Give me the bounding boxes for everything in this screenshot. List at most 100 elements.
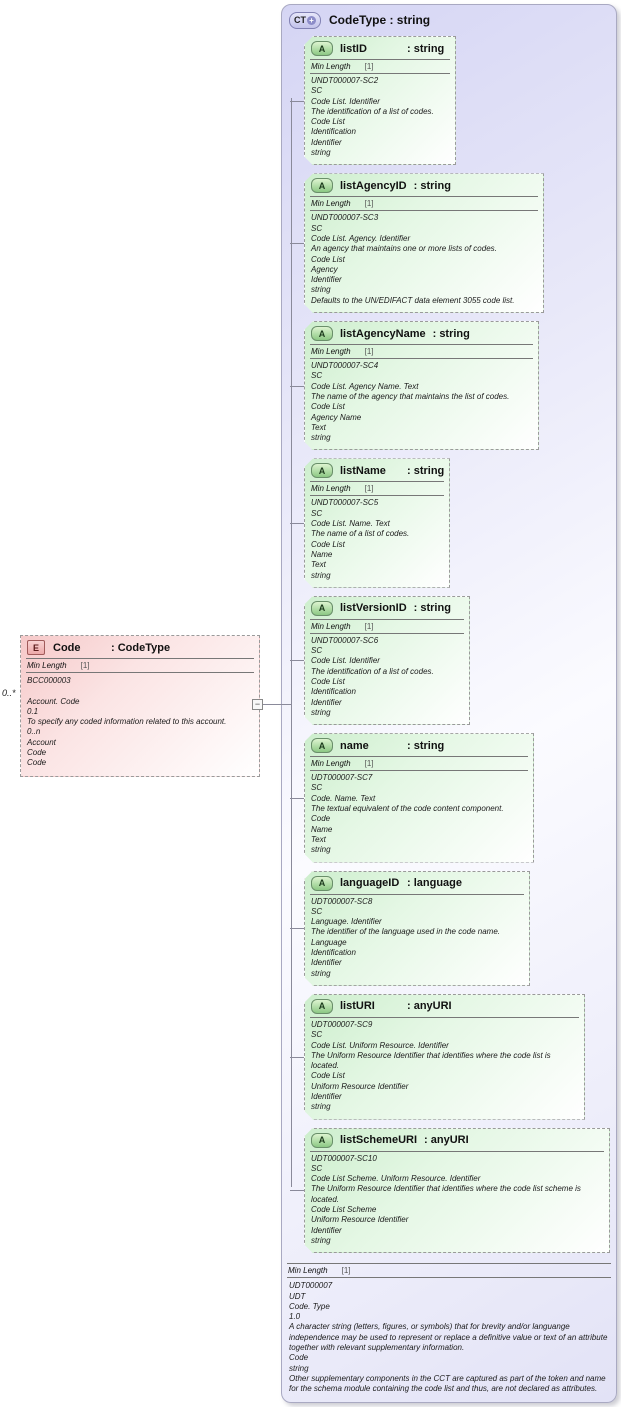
attribute-header: A name : string [310, 734, 528, 757]
annotation-line: UDT000007-SC9 [311, 1019, 373, 1029]
collapse-toggle-icon[interactable]: − [252, 699, 263, 710]
attribute-icon: A [311, 876, 333, 891]
annotation-line: Identifier [311, 697, 342, 707]
attribute-name: listAgencyID [340, 179, 407, 192]
attribute-box[interactable]: A listName : string Min Length[1] UNDT00… [304, 458, 450, 587]
attribute-name: listSchemeURI [340, 1134, 418, 1147]
annotation-line: The Uniform Resource Identifier that ide… [311, 1050, 551, 1071]
annotation-line: Identification [311, 948, 356, 958]
attribute-icon: A [311, 738, 333, 753]
annotation-line: SC [311, 906, 323, 916]
annotation-line: Language. Identifier [311, 917, 382, 927]
attribute-name: listAgencyName [340, 327, 426, 340]
annotation-line: Code List [311, 676, 345, 686]
annotation-line: string [311, 148, 331, 158]
facet-row: Min Length[1] [310, 60, 450, 74]
attribute-slot: A name : string Min Length[1] UDT000007-… [290, 733, 616, 862]
annotation-line: Code List [311, 1071, 345, 1081]
annotation-line: Code List Scheme. Uniform Resource. Iden… [311, 1174, 481, 1184]
annotation-line: 0..n [27, 727, 41, 737]
attribute-icon: A [311, 178, 333, 193]
annotation-line: Agency Name [311, 412, 362, 422]
annotation-line: UNDT000007-SC2 [311, 76, 379, 85]
attribute-icon: A [311, 601, 333, 616]
plus-badge-icon: + [307, 15, 316, 25]
annotation-line: SC [311, 508, 323, 518]
annotation-line: UNDT000007-SC3 [311, 213, 379, 223]
annotation-line: Code [27, 748, 47, 758]
annotation-line: UDT000007-SC8 [311, 896, 373, 906]
attribute-icon: A [311, 999, 333, 1014]
attribute-type: : language [407, 877, 463, 890]
annotation-line: string [311, 285, 331, 295]
annotation-line: Identification [311, 127, 356, 137]
annotation-line: Identification [311, 687, 356, 697]
occurrence-label: 0..* [2, 688, 16, 698]
annotation-line: Code [27, 758, 47, 768]
element-name: Code [53, 641, 81, 654]
annotation-line: Code List. Agency. Identifier [311, 233, 411, 243]
annotation-line: Code List Scheme [311, 1205, 377, 1215]
annotation-line: string [311, 570, 331, 580]
annotation-line: The name of the agency that maintains th… [311, 391, 510, 401]
annotation-line: Code [289, 1353, 309, 1363]
annotation-line: Code List [311, 117, 345, 127]
annotation-line: The Uniform Resource Identifier that ide… [311, 1184, 581, 1204]
annotation-line: SC [311, 1030, 323, 1040]
attribute-icon: A [311, 463, 333, 478]
complex-type-box-codetype[interactable]: CT+ CodeType : string A listID : string … [281, 4, 617, 1403]
attribute-header: A listURI : anyURI [310, 995, 579, 1018]
annotation-line: Agency [311, 264, 338, 274]
facet-row: Min Length[1] [310, 197, 538, 211]
annotation-line: SC [311, 783, 323, 793]
annotation-line: Code List. Name. Text [311, 519, 390, 529]
attribute-name: listID [340, 42, 367, 55]
element-box-code[interactable]: E Code : CodeType Min Length[1] BCC00000… [20, 635, 260, 777]
annotation-line: Uniform Resource Identifier [311, 1081, 409, 1091]
annotation-line: string [311, 845, 331, 855]
attribute-box[interactable]: A listID : string Min Length[1] UNDT0000… [304, 36, 456, 165]
annotation-line: The textual equivalent of the code conte… [311, 804, 504, 814]
attribute-box[interactable]: A listVersionID : string Min Length[1] U… [304, 596, 470, 725]
attribute-name: languageID [340, 877, 400, 890]
attribute-header: A listAgencyName : string [310, 322, 533, 345]
annotation-line: Name [311, 824, 333, 834]
attribute-type: : anyURI [407, 1000, 452, 1013]
attribute-header: A listVersionID : string [310, 597, 464, 620]
attribute-slot: A listVersionID : string Min Length[1] U… [290, 596, 616, 725]
annotation-line: UDT000007-SC7 [311, 773, 373, 783]
attribute-box[interactable]: A listAgencyName : string Min Length[1] … [304, 321, 539, 450]
annotation-line: Identifier [311, 1225, 342, 1235]
attribute-name: listVersionID [340, 602, 407, 615]
annotation-line: Code List [311, 254, 345, 264]
attribute-box[interactable]: A listAgencyID : string Min Length[1] UN… [304, 173, 544, 313]
annotation-line: SC [311, 371, 323, 381]
attribute-name: listName [340, 464, 386, 477]
annotation-line: A character string (letters, figures, or… [289, 1322, 608, 1353]
annotation-line: string [311, 707, 331, 717]
attribute-slot: A listAgencyName : string Min Length[1] … [290, 321, 616, 450]
attribute-name: name [340, 739, 369, 752]
facet-row: Min Length[1] [287, 1263, 611, 1279]
annotation-line: Code List. Agency Name. Text [311, 381, 419, 391]
attribute-header: A listSchemeURI : anyURI [310, 1129, 604, 1152]
attribute-box[interactable]: A name : string Min Length[1] UDT000007-… [304, 733, 534, 862]
annotation-line: Code List [311, 539, 345, 549]
annotation-line: UDT000007-SC10 [311, 1153, 377, 1163]
annotation-line: Text [311, 422, 326, 432]
annotation-line [27, 686, 255, 696]
annotation-line: SC [311, 86, 323, 96]
attribute-header: A listID : string [310, 37, 450, 60]
facet-row: Min Length[1] [310, 620, 464, 634]
annotation-line: Code. Name. Text [311, 793, 376, 803]
attribute-slot: A listAgencyID : string Min Length[1] UN… [290, 173, 616, 313]
annotation-line: Name [311, 549, 333, 559]
